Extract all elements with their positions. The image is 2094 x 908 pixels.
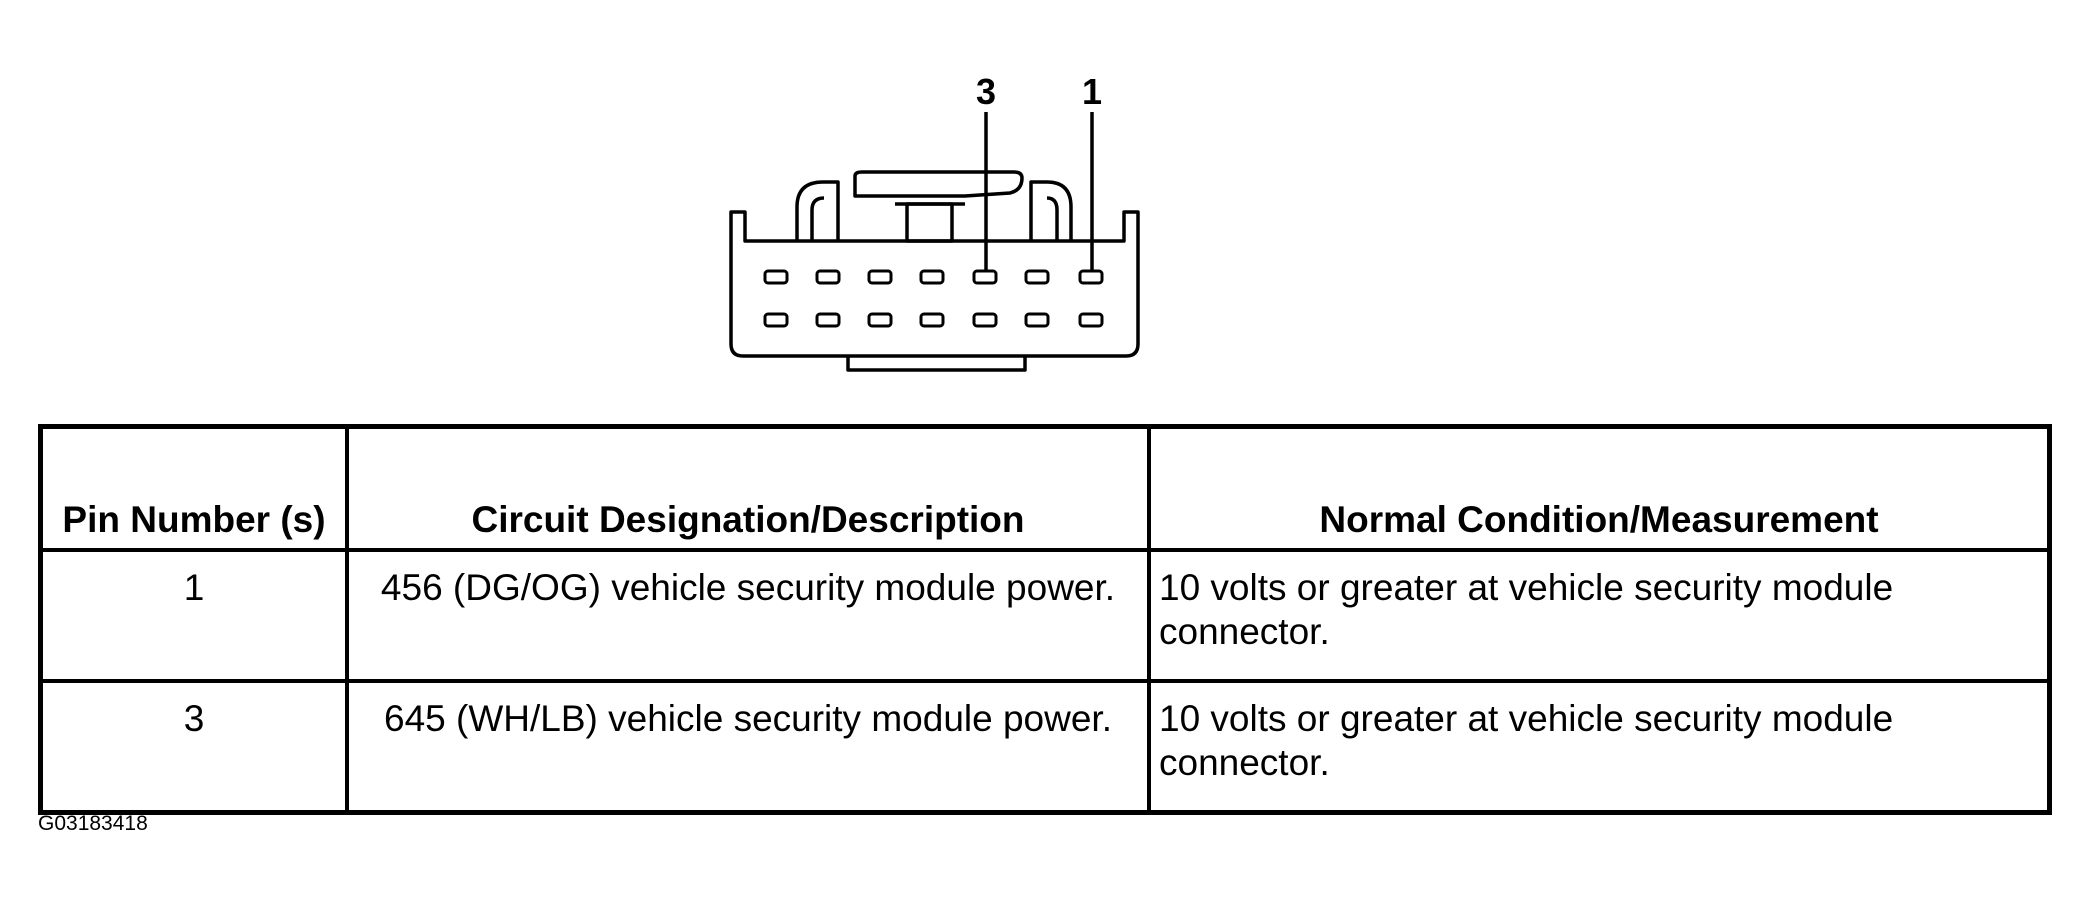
header-pin-number: Pin Number (s) — [38, 424, 349, 552]
cavity-bottom-11 — [919, 312, 945, 328]
cell-pin: 1 — [38, 548, 349, 683]
cell-description: 456 (DG/OG) vehicle security module powe… — [345, 548, 1151, 683]
center-lock-tab — [853, 170, 1024, 198]
lock-window — [905, 202, 954, 243]
header-normal-condition: Normal Condition/Measurement — [1147, 424, 2052, 552]
cavity-top-6 — [815, 269, 841, 285]
cavity-bottom-13 — [815, 312, 841, 328]
right-latch — [1029, 180, 1073, 241]
cavity-bottom-14 — [763, 312, 789, 328]
header-circuit-description: Circuit Designation/Description — [345, 424, 1151, 552]
cell-condition: 10 volts or greater at vehicle security … — [1147, 679, 2052, 815]
cell-pin: 3 — [38, 679, 349, 815]
cavity-bottom-10 — [972, 312, 998, 328]
cavity-top-2 — [1024, 269, 1050, 285]
callout-label-3: 3 — [975, 71, 997, 112]
connector-body — [729, 210, 1140, 358]
cavity-top-1 — [1078, 269, 1104, 285]
table-header-row: Pin Number (s) Circuit Designation/Descr… — [38, 424, 2052, 552]
cavity-top-5 — [867, 269, 893, 285]
cell-description: 645 (WH/LB) vehicle security module powe… — [345, 679, 1151, 815]
left-latch — [795, 180, 840, 241]
cavity-bottom-9 — [1024, 312, 1050, 328]
table-row: 1 456 (DG/OG) vehicle security module po… — [38, 548, 2052, 683]
table-row: 3 645 (WH/LB) vehicle security module po… — [38, 679, 2052, 815]
cavity-top-4 — [919, 269, 945, 285]
connector-foot — [846, 356, 1027, 372]
cavity-top-3 — [972, 269, 998, 285]
cavity-bottom-12 — [867, 312, 893, 328]
cell-condition: 10 volts or greater at vehicle security … — [1147, 548, 2052, 683]
figure-id: G03183418 — [38, 812, 148, 835]
cavity-top-7 — [763, 269, 789, 285]
callout-label-1: 1 — [1081, 71, 1103, 112]
cavity-bottom-8 — [1078, 312, 1104, 328]
pin-table: Pin Number (s) Circuit Designation/Descr… — [38, 424, 2052, 815]
connector-face-icon — [729, 112, 1140, 372]
